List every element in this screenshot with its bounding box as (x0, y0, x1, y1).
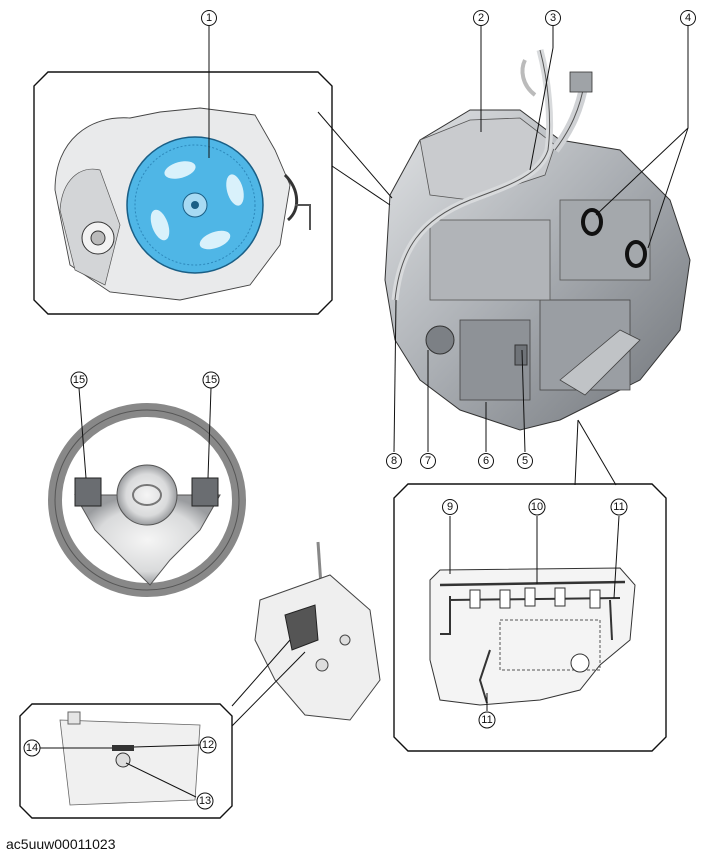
callout-10-label: 10 (531, 501, 543, 513)
selector-lever-assembly (254, 541, 381, 721)
callout-9: 9 (442, 499, 458, 515)
callout-leaders (208, 26, 689, 711)
leader-valve-a (574, 419, 579, 486)
leader-inset-b (331, 165, 391, 206)
leader-valve-b (577, 419, 617, 486)
steering-wheel (48, 387, 246, 597)
oil-seal-upper (581, 208, 603, 236)
callout-13-label: 13 (199, 795, 211, 807)
callout-4-label: 4 (685, 12, 691, 24)
callout-7: 7 (420, 453, 436, 469)
switch-inset (19, 703, 233, 819)
transmission-assembly (384, 49, 691, 431)
callout-7-label: 7 (425, 455, 431, 467)
callout-15-left: 15 (70, 371, 88, 389)
callout-2-label: 2 (478, 12, 484, 24)
oil-seal-lower (625, 240, 647, 268)
callout-6: 6 (478, 453, 494, 469)
leader-inset-a (317, 111, 393, 199)
callout-11-upper-label: 11 (613, 501, 624, 513)
callout-14-label: 14 (26, 742, 38, 754)
callout-3-label: 3 (550, 12, 556, 24)
callout-11-upper: 11 (610, 498, 628, 516)
flywheel-inset (33, 71, 333, 315)
callout-4: 4 (680, 10, 696, 26)
callout-8-label: 8 (391, 455, 397, 467)
callout-10: 10 (528, 498, 546, 516)
callout-15-right: 15 (202, 371, 220, 389)
callout-15-left-label: 15 (73, 374, 85, 386)
callout-1: 1 (201, 10, 217, 26)
callout-6-label: 6 (483, 455, 489, 467)
callout-12: 12 (199, 736, 217, 754)
callout-15-right-label: 15 (205, 374, 217, 386)
valve-body-inset (393, 483, 667, 752)
callout-9-label: 9 (447, 501, 453, 513)
callout-11-lower: 11 (478, 711, 496, 729)
callout-12-label: 12 (202, 739, 214, 751)
callout-8: 8 (386, 453, 402, 469)
callout-3: 3 (545, 10, 561, 26)
callout-14: 14 (23, 739, 41, 757)
leader-lever-b (231, 651, 306, 727)
callout-11-lower-label: 11 (481, 714, 492, 726)
callout-1-label: 1 (206, 12, 212, 24)
leader-lever-a (231, 639, 291, 707)
callout-2: 2 (473, 10, 489, 26)
callout-5: 5 (517, 453, 533, 469)
image-code: ac5uuw00011023 (6, 836, 116, 852)
callout-5-label: 5 (522, 455, 528, 467)
callout-13: 13 (196, 792, 214, 810)
